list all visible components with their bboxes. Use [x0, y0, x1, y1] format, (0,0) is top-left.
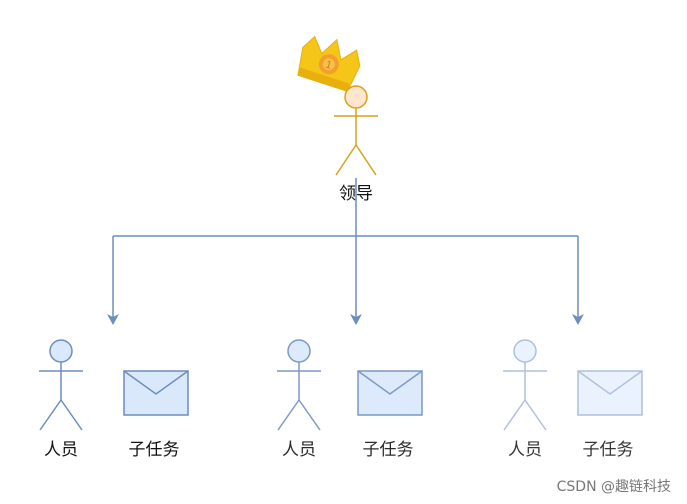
worker-2-person-label: 人员	[282, 440, 316, 460]
arrowhead-center	[350, 314, 362, 325]
worker-1-person-label: 人员	[44, 440, 78, 460]
worker-3-task-label: 子任务	[582, 440, 634, 460]
worker-1-task-label: 子任务	[128, 440, 180, 460]
person-icon	[39, 339, 83, 431]
arrowhead-right	[572, 314, 584, 325]
worker-group-3	[503, 339, 643, 431]
leader-person-icon	[334, 85, 378, 176]
worker-3-person-label: 人员	[508, 440, 542, 460]
envelope-icon	[123, 370, 189, 416]
envelope-icon	[357, 370, 423, 416]
worker-2-task-label: 子任务	[362, 440, 414, 460]
worker-group-2	[277, 339, 423, 431]
crown-icon: 1	[297, 35, 361, 92]
crown-badge-number: 1	[324, 60, 333, 72]
leader-label: 领导	[339, 184, 373, 204]
worker-group-1	[39, 339, 189, 431]
watermark-text: CSDN @趣链科技	[556, 479, 671, 495]
person-icon	[277, 339, 321, 431]
envelope-icon	[577, 370, 643, 416]
arrowhead-left	[107, 314, 119, 325]
connectors	[107, 178, 584, 325]
person-icon	[503, 339, 547, 431]
